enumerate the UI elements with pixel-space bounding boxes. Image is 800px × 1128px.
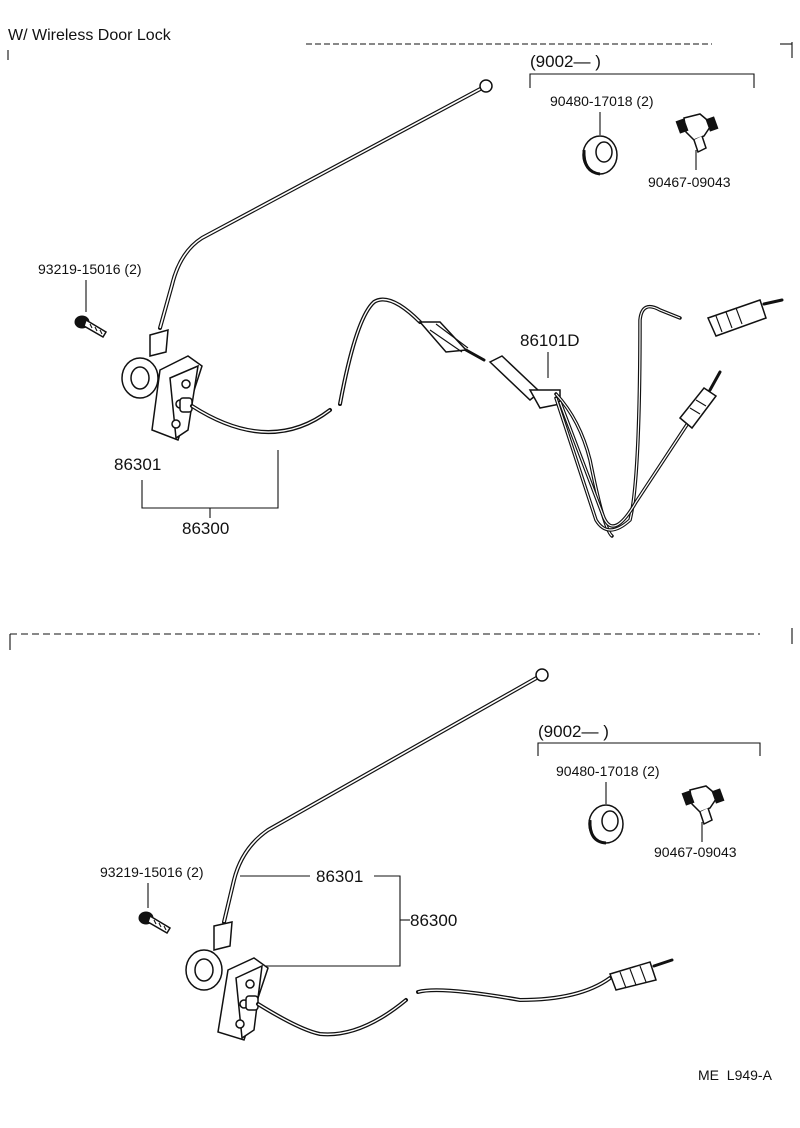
bottom-section: (9002— ) 90480-17018 (2) 90467-09043 932… xyxy=(9,628,793,1041)
antenna-pole-part-number: 86301 xyxy=(114,455,161,474)
antenna-cable xyxy=(190,297,422,435)
grommet-part-number: 90480-17018 (2) xyxy=(556,763,660,779)
assy-bracket xyxy=(266,875,401,967)
assy-bracket xyxy=(141,450,279,509)
section-title: W/ Wireless Door Lock xyxy=(8,27,172,44)
diagram-code: ME L949-A xyxy=(698,1067,773,1083)
production-bracket-label: (9002— ) xyxy=(530,52,601,71)
splitter-cord-icon xyxy=(488,298,784,538)
antenna-rod xyxy=(158,79,493,330)
antenna-pole-part-number: 86301 xyxy=(316,867,363,886)
screw-part-number: 93219-15016 (2) xyxy=(38,261,142,277)
clip-part-number: 90467-09043 xyxy=(648,174,731,190)
screw-icon xyxy=(138,911,172,935)
antenna-mount-icon xyxy=(121,328,203,441)
clip-icon xyxy=(681,785,725,826)
clip-part-number: 90467-09043 xyxy=(654,844,737,860)
antenna-mount-icon xyxy=(185,921,269,1041)
antenna-plug-icon xyxy=(609,958,674,991)
cord-part-number: 86101D xyxy=(520,331,580,350)
production-bracket-line xyxy=(529,73,755,88)
screw-icon xyxy=(74,315,108,339)
screw-part-number: 93219-15016 (2) xyxy=(100,864,204,880)
production-bracket-label: (9002— ) xyxy=(538,722,609,741)
top-section: W/ Wireless Door Lock (9002— ) 90480-170… xyxy=(7,27,793,538)
grommet-icon xyxy=(588,804,624,845)
grommet-icon xyxy=(582,135,618,176)
antenna-assy-part-number: 86300 xyxy=(410,911,457,930)
antenna-assy-part-number: 86300 xyxy=(182,519,229,538)
production-bracket-line xyxy=(537,742,761,756)
antenna-plug-icon xyxy=(418,321,486,362)
antenna-rod xyxy=(222,668,549,924)
clip-icon xyxy=(675,113,719,154)
grommet-part-number: 90480-17018 (2) xyxy=(550,93,654,109)
antenna-cable xyxy=(256,976,612,1037)
